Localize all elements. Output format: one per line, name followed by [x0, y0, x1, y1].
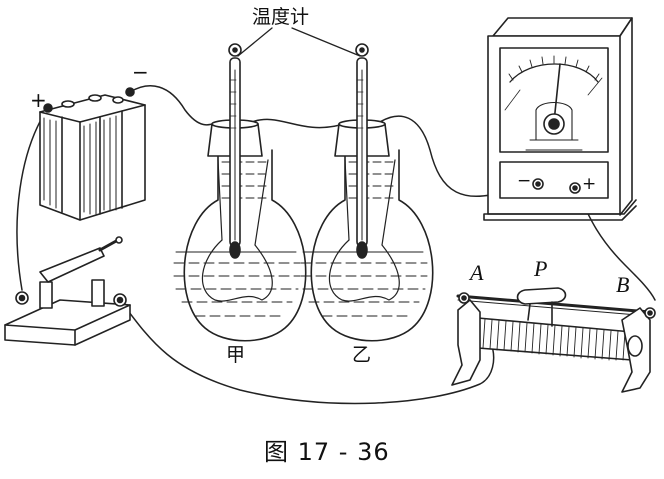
- rheostat-end-b-label: B: [616, 272, 630, 297]
- battery: [39, 87, 146, 221]
- meter: [483, 17, 637, 221]
- flask-right-label: 乙: [352, 344, 372, 366]
- battery-minus-label: −: [132, 60, 149, 84]
- rheostat-coil: [482, 318, 626, 361]
- rheostat-slider-p-label: P: [534, 256, 548, 281]
- flask-left-label: 甲: [226, 344, 246, 366]
- rheostat-end-a-label: A: [470, 260, 484, 285]
- meter-plus-label: +: [582, 174, 597, 194]
- thermometer-left: [228, 43, 242, 259]
- flask-left: [173, 43, 307, 342]
- knife-switch: [4, 236, 131, 346]
- flask-right: [300, 43, 434, 342]
- meter-scale: [508, 55, 600, 81]
- meter-minus-label: −: [517, 171, 532, 191]
- thermometer-label: 温度计: [252, 6, 310, 28]
- battery-plus-label: +: [30, 88, 47, 112]
- rheostat: [451, 287, 656, 393]
- flask-left-liquid: [173, 161, 301, 317]
- thermometer-right: [355, 43, 369, 259]
- figure-caption: 图 17 - 36: [264, 438, 390, 466]
- thermometer-pointer-lines: [237, 27, 361, 57]
